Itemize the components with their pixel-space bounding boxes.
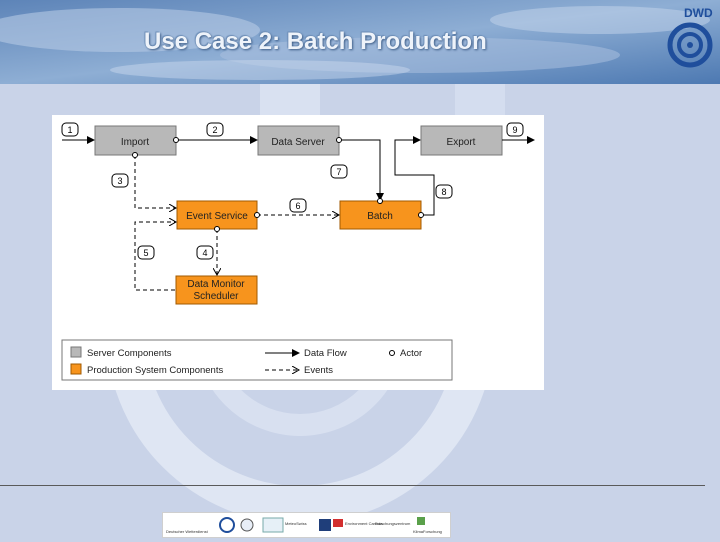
- data-monitor-box: [175, 275, 258, 305]
- data-monitor-label-line2: Scheduler: [193, 291, 239, 302]
- event-service-label: Event Service: [186, 211, 248, 222]
- actor-dot: [214, 226, 220, 232]
- marker-6: 6: [289, 198, 307, 213]
- footer-divider: [0, 485, 705, 486]
- partner-flag-icon: [333, 519, 343, 527]
- actor-dot: [418, 212, 424, 218]
- svg-text:9: 9: [512, 125, 517, 135]
- event-monitor-eventservice: [134, 222, 176, 291]
- partner-logo-icon: [240, 518, 254, 532]
- import-label: Import: [121, 137, 150, 148]
- dwd-logo-text: DWD: [684, 6, 713, 20]
- legend-box: [61, 339, 453, 381]
- import-box: [94, 125, 177, 156]
- svg-text:4: 4: [202, 248, 207, 258]
- data-server-label: Data Server: [271, 137, 325, 148]
- legend-actor-dot: [389, 350, 395, 356]
- svg-text:6: 6: [295, 201, 300, 211]
- flow-server-batch: [339, 139, 384, 201]
- data-monitor-label-line1: Data Monitor: [187, 279, 245, 290]
- partner-label: MeteoSwiss: [285, 521, 307, 526]
- partner-label: KlimaForschung: [413, 529, 442, 534]
- legend-actor-label: Actor: [400, 348, 422, 359]
- svg-text:2: 2: [212, 125, 217, 135]
- legend-events-label: Events: [304, 365, 333, 376]
- legend-server-swatch: [70, 346, 82, 358]
- marker-8: 8: [435, 184, 453, 199]
- legend-production-swatch: [70, 363, 82, 375]
- marker-7: 7: [330, 164, 348, 179]
- marker-1: 1: [61, 122, 79, 137]
- marker-5: 5: [137, 245, 155, 260]
- partner-logo-icon: [262, 517, 284, 533]
- partner-logo-icon: [417, 517, 425, 525]
- svg-text:1: 1: [67, 125, 72, 135]
- marker-9: 9: [506, 122, 524, 137]
- marker-3: 3: [111, 173, 129, 188]
- legend-production-label: Production System Components: [87, 365, 223, 376]
- svg-text:5: 5: [143, 248, 148, 258]
- marker-4: 4: [196, 245, 214, 260]
- partner-label: Forschungszentrum: [375, 521, 411, 526]
- actor-dot: [254, 212, 260, 218]
- svg-text:8: 8: [441, 187, 446, 197]
- partner-logos-strip: Deutscher Wetterdienst MeteoSwiss Enviro…: [166, 517, 442, 534]
- dwd-logo-icon: [667, 22, 713, 68]
- flow-batch-export: [394, 136, 435, 216]
- actor-dot: [132, 152, 138, 158]
- actor-dot: [377, 198, 383, 204]
- batch-production-diagram: Import Data Server Export Event Service …: [52, 115, 544, 390]
- legend-server-label: Server Components: [87, 348, 172, 359]
- svg-text:7: 7: [336, 167, 341, 177]
- slide-header: Use Case 2: Batch Production DWD: [0, 0, 720, 84]
- partner-label: Environment Canada: [345, 521, 383, 526]
- export-label: Export: [447, 137, 476, 148]
- partner-logos: Deutscher Wetterdienst MeteoSwiss Enviro…: [162, 512, 451, 538]
- partner-label: Deutscher Wetterdienst: [166, 529, 209, 534]
- slide-title: Use Case 2: Batch Production: [144, 28, 487, 55]
- svg-text:3: 3: [117, 176, 122, 186]
- partner-logo-icon: [319, 519, 331, 531]
- actor-dot: [173, 137, 179, 143]
- event-import-eventservice: [134, 155, 176, 208]
- marker-2: 2: [206, 122, 224, 137]
- actor-dot: [336, 137, 342, 143]
- partner-logo-icon: [219, 517, 235, 533]
- diagram-canvas: Import Data Server Export Event Service …: [61, 122, 535, 381]
- legend-data-flow-label: Data Flow: [304, 348, 347, 359]
- batch-label: Batch: [367, 211, 393, 222]
